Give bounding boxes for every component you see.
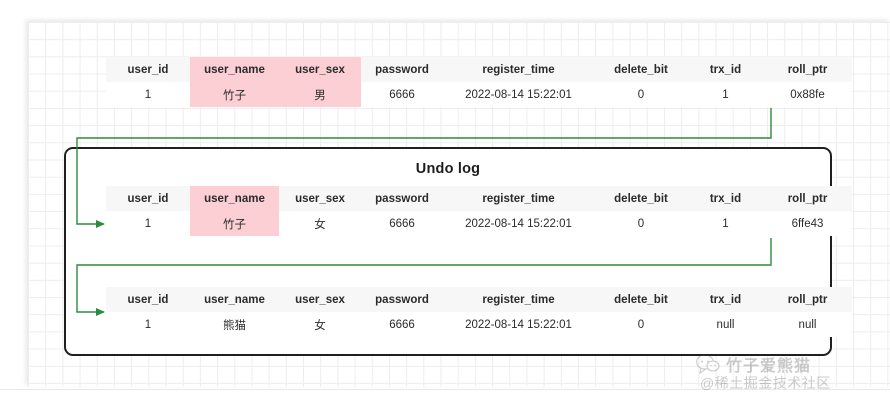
cell-roll-ptr: 0x88fe <box>790 88 825 101</box>
cell-user-name: 竹子 <box>190 82 279 107</box>
bottom-strip <box>0 389 890 405</box>
header-user-name: user_name <box>190 186 279 211</box>
cell-trx-id: 1 <box>722 217 729 230</box>
table-row: 1 竹子 女 6666 2022-08-14 15:22:01 0 1 6ffe… <box>106 211 852 236</box>
undo-log-title: Undo log <box>415 161 481 177</box>
cell-roll-ptr: null <box>798 318 817 331</box>
header-roll-ptr: roll_ptr <box>763 287 852 312</box>
watermark-source: @稀土掘金技术社区 <box>700 375 831 391</box>
header-user-sex: user_sex <box>279 287 361 312</box>
table-header-row: user_id user_name user_sex password regi… <box>106 186 852 211</box>
header-trx-id: trx_id <box>688 57 763 82</box>
cell-delete-bit: 0 <box>637 88 645 101</box>
table-header-row: user_id user_name user_sex password regi… <box>106 57 852 82</box>
cell-user-id: 1 <box>144 318 152 331</box>
header-user-sex: user_sex <box>279 57 361 82</box>
chat-bubble-icon <box>696 354 720 375</box>
table-current-record: user_id user_name user_sex password regi… <box>106 57 852 107</box>
cell-trx-id: 1 <box>722 88 729 101</box>
header-roll-ptr: roll_ptr <box>763 57 852 82</box>
cell-password: 6666 <box>389 88 415 101</box>
cell-delete-bit: 0 <box>637 318 645 331</box>
cell-register-time: 2022-08-14 15:22:01 <box>465 88 572 101</box>
header-roll-ptr: roll_ptr <box>763 186 852 211</box>
cell-register-time: 2022-08-14 15:22:01 <box>465 217 572 230</box>
cell-user-sex: 女 <box>314 319 326 332</box>
table-undo-version-1: user_id user_name user_sex password regi… <box>106 186 852 236</box>
cell-roll-ptr: 6ffe43 <box>791 217 824 230</box>
header-delete-bit: delete_bit <box>594 287 688 312</box>
cell-password: 6666 <box>389 217 415 230</box>
header-delete-bit: delete_bit <box>594 186 688 211</box>
header-user-name: user_name <box>190 287 279 312</box>
cell-user-id: 1 <box>144 217 152 230</box>
cell-user-sex: 女 <box>314 218 326 231</box>
cell-user-sex: 男 <box>279 82 361 107</box>
table-undo-version-2: user_id user_name user_sex password regi… <box>106 287 852 337</box>
table-header-row: user_id user_name user_sex password regi… <box>106 287 852 312</box>
cell-password: 6666 <box>389 318 415 331</box>
header-delete-bit: delete_bit <box>594 57 688 82</box>
header-user-id: user_id <box>106 57 190 82</box>
cell-user-id: 1 <box>144 88 152 101</box>
header-user-id: user_id <box>106 287 190 312</box>
header-register-time: register_time <box>443 57 594 82</box>
table-row: 1 竹子 男 6666 2022-08-14 15:22:01 0 1 0x88… <box>106 82 852 107</box>
watermark-author: 竹子爱熊猫 <box>726 358 812 375</box>
cell-delete-bit: 0 <box>637 217 645 230</box>
watermark: 竹子爱熊猫 @稀土掘金技术社区 <box>690 352 885 400</box>
header-password: password <box>361 57 443 82</box>
header-password: password <box>361 186 443 211</box>
header-user-sex: user_sex <box>279 186 361 211</box>
header-trx-id: trx_id <box>688 186 763 211</box>
header-register-time: register_time <box>443 287 594 312</box>
header-register-time: register_time <box>443 186 594 211</box>
cell-register-time: 2022-08-14 15:22:01 <box>465 318 572 331</box>
table-row: 1 熊猫 女 6666 2022-08-14 15:22:01 0 null n… <box>106 312 852 337</box>
header-password: password <box>361 287 443 312</box>
cell-user-name: 竹子 <box>190 211 279 236</box>
cell-trx-id: null <box>716 318 735 331</box>
cell-user-name: 熊猫 <box>223 319 246 332</box>
header-user-id: user_id <box>106 186 190 211</box>
header-trx-id: trx_id <box>688 287 763 312</box>
header-user-name: user_name <box>190 57 279 82</box>
